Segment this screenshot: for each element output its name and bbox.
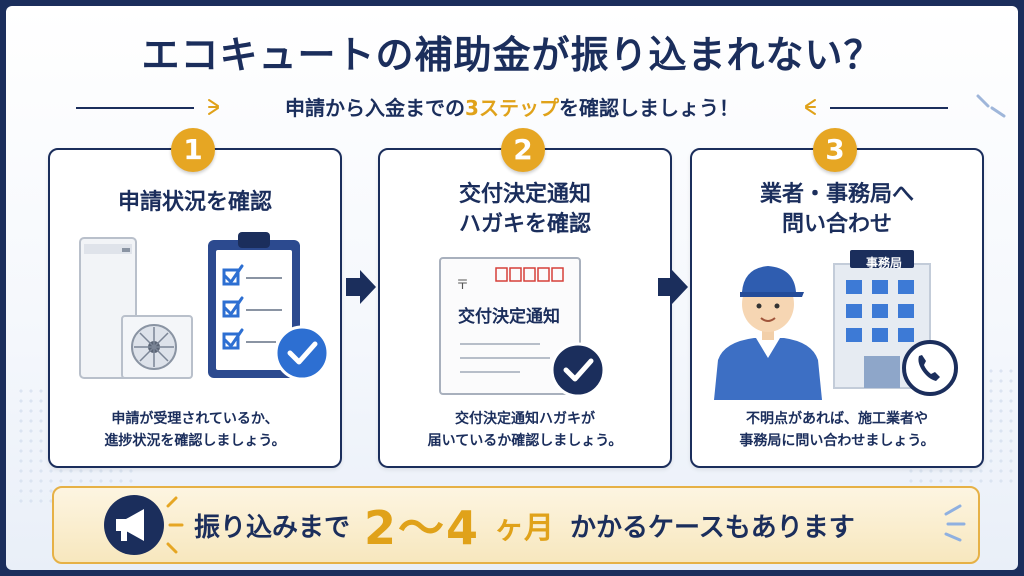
arrow-right-icon [658,270,688,304]
step-card-1: 1 申請状況を確認 [48,128,342,468]
divider [830,107,948,109]
postal-mark: 〒 [456,278,470,293]
office-sign: 事務局 [865,256,902,270]
divider [76,107,194,109]
step-number-badge: 1 [171,128,215,172]
step-description: 不明点があれば、施工業者や 事務局に問い合わせましょう。 [739,411,935,449]
water-heater-and-checklist-illustration [79,232,330,381]
step-card-2: 2 交付決定通知 ハガキを確認 〒 交付決定通知 [378,128,672,468]
postcard-text: 交付決定通知 [458,307,560,327]
subtitle: 申請から入金までの3ステップを確認しましょう！ [285,96,739,120]
sparkle-icon [805,99,816,115]
postcard-illustration [439,257,606,398]
step-title: 交付決定通知 ハガキを確認 [458,182,591,237]
sparkle-icon [976,94,1006,118]
infographic-frame: エコキュートの補助金が振り込まれない？ 申請から入金までの3ステップを確認しまし… [6,6,1018,570]
worker-and-office-illustration [714,250,958,400]
step-description: 申請が受理されているか、 進捗状況を確認しましょう。 [104,411,286,449]
banner-unit: ヶ月 [494,511,555,546]
sparkle-icon [208,99,219,115]
banner-duration: 2〜4 [364,501,481,555]
notice-banner: 振り込みまで 2〜4 ヶ月 かかるケースもあります [52,486,980,564]
megaphone-icon [104,495,184,555]
step-number-badge: 2 [501,128,545,172]
subtitle-highlight: 3ステップ [465,96,559,120]
page-title: エコキュートの補助金が振り込まれない？ [141,33,883,77]
sparkle-icon [944,504,966,542]
subtitle-row: 申請から入金までの3ステップを確認しましょう！ [6,92,1018,122]
step-card-3: 3 業者・事務局へ 問い合わせ [690,128,984,468]
arrow-right-icon [346,270,376,304]
banner-message: 振り込みまで 2〜4 ヶ月 かかるケースもあります [194,488,974,562]
step-title: 業者・事務局へ 問い合わせ [759,182,914,237]
step-number-badge: 3 [813,128,857,172]
step-title: 申請状況を確認 [117,190,272,215]
step-description: 交付決定通知ハガキが 届いているか確認しましょう。 [427,411,623,449]
